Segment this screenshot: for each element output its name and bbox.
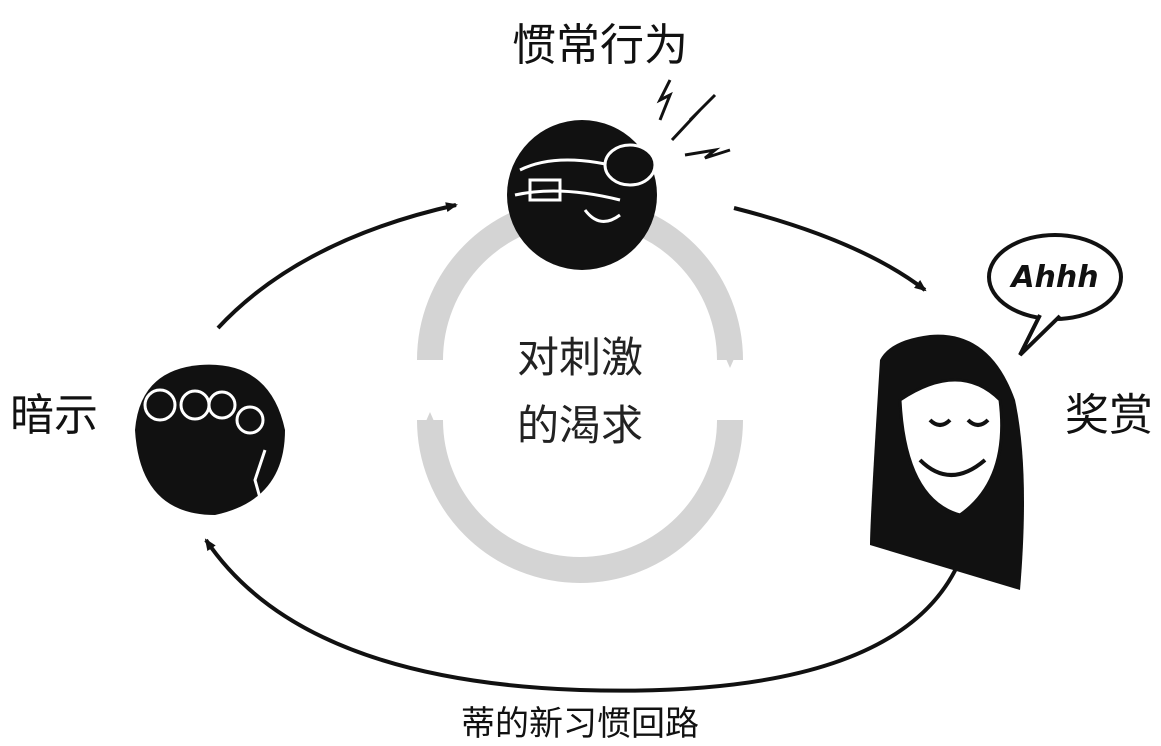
reward-to-cue-arrow xyxy=(204,538,962,693)
reward-label: 奖赏 xyxy=(1065,390,1153,441)
craving-label-line1: 对刺激 xyxy=(517,333,643,382)
speech-bubble: Ahhh xyxy=(987,233,1123,357)
caption: 蒂的新习惯回路 xyxy=(461,704,699,744)
routine-to-reward-arrow xyxy=(733,206,927,292)
cue-to-routine-arrow xyxy=(216,202,458,330)
routine-label: 惯常行为 xyxy=(512,20,688,71)
speech-text: Ahhh xyxy=(1009,260,1098,295)
smiling-woman-icon xyxy=(870,334,1024,590)
head-scratch-icon xyxy=(507,79,731,270)
craving-label-line2: 的渴求 xyxy=(517,401,643,450)
cue-label: 暗示 xyxy=(10,390,98,441)
fist-icon xyxy=(135,364,285,515)
